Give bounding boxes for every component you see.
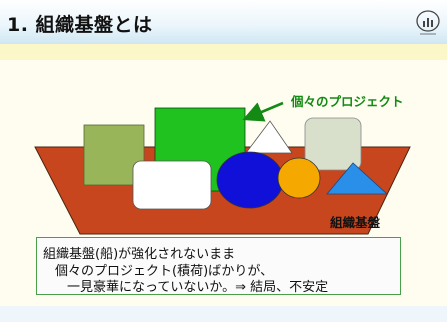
logo-icon [416,10,440,35]
white-rounded-box [132,160,212,210]
boat-diagram: 個々のプロジェクト 組織基盤 [34,94,411,235]
white-triangle [245,120,293,154]
pointer-arrow [242,101,284,122]
blue-triangle [326,162,389,195]
caption-line-3: 一見豪華になっていないか。⇒ 結局、不安定 [67,280,329,295]
slide-title: 1. 組織基盤とは [7,14,153,36]
footer-band [0,306,447,322]
orange-circle [277,157,321,199]
caption-box: 組織基盤(船)が強化されないまま 個々のプロジェクト(積荷)ばかりが、 一見豪華… [36,237,401,295]
caption-line-2: 個々のプロジェクト(積荷)ばかりが、 [55,264,274,279]
base-label: 組織基盤 [330,215,381,230]
subheader-band [0,44,447,60]
grey-box [304,117,362,171]
caption-line-1: 組織基盤(船)が強化されないまま [43,247,236,262]
project-label: 個々のプロジェクト [290,94,404,109]
slide-header: 1. 組織基盤とは [0,0,447,44]
blue-circle [216,151,284,209]
